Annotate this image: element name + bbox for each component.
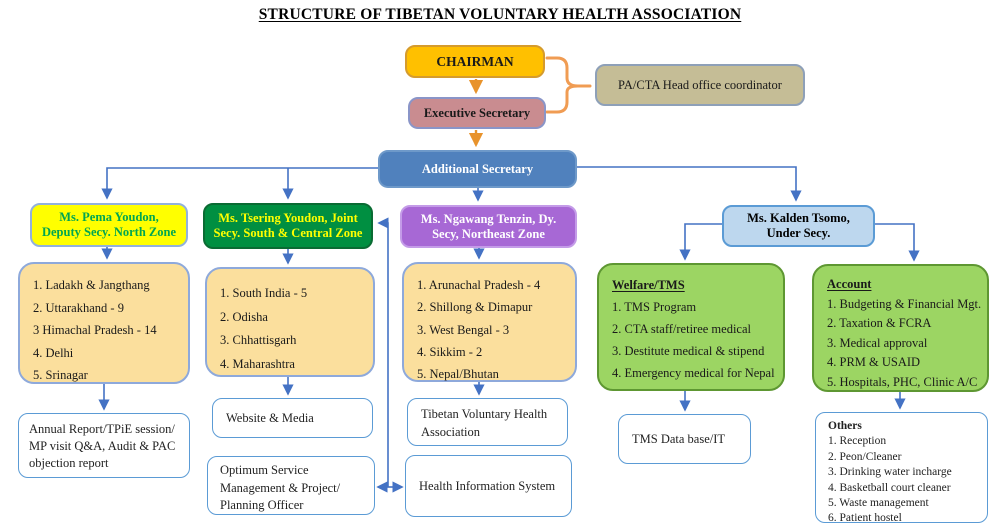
account-header: Account bbox=[827, 277, 872, 291]
tms-database-box: TMS Data base/IT bbox=[618, 414, 751, 464]
list-item: 4. Emergency medical for Nepal bbox=[612, 366, 775, 380]
website-media-box: Website & Media bbox=[212, 398, 373, 438]
pa-cta-coordinator-box: PA/CTA Head office coordinator bbox=[595, 64, 805, 106]
list-item: 3. Drinking water incharge bbox=[828, 466, 952, 479]
list-item: 3. Chhattisgarh bbox=[220, 333, 297, 347]
list-item: 5. Waste management bbox=[828, 497, 929, 510]
chairman-label: CHAIRMAN bbox=[436, 53, 514, 69]
under-secretary-head-box: Ms. Kalden Tsomo, Under Secy. bbox=[722, 205, 875, 247]
list-item: 3. Medical approval bbox=[827, 335, 928, 350]
north-zone-head-box: Ms. Pema Youdon, Deputy Secy. North Zone bbox=[30, 203, 188, 247]
list-item: 4. Delhi bbox=[33, 345, 74, 360]
tibetan-voluntary-health-association-box: Tibetan Voluntary Health Association bbox=[407, 398, 568, 446]
welfare-tms-box: Welfare/TMS 1. TMS Program 2. CTA staff/r… bbox=[597, 263, 785, 391]
additional-secretary-label: Additional Secretary bbox=[421, 161, 534, 176]
northeast-regions-list: 1. Arunachal Pradesh - 4 2. Shillong & Di… bbox=[402, 262, 577, 382]
list-item: 1. TMS Program bbox=[612, 300, 697, 314]
welfare-tms-list: 1. TMS Program 2. CTA staff/retiree medic… bbox=[612, 296, 775, 384]
welfare-tms-header: Welfare/TMS bbox=[612, 278, 685, 292]
page-title: STRUCTURE OF TIBETAN VOLUNTARY HEALTH AS… bbox=[258, 6, 742, 23]
list-item: 4. Basketball court cleaner bbox=[828, 481, 951, 494]
list-item: 5. Hospitals, PHC, Clinic A/C bbox=[827, 374, 978, 389]
list-item: 1. South India - 5 bbox=[220, 286, 308, 300]
south-central-zone-head-label: Ms. Tsering Youdon, Joint Secy. South & … bbox=[213, 211, 363, 240]
list-item: 4. Sikkim - 2 bbox=[417, 344, 483, 359]
list-item: 3 Himachal Pradesh - 14 bbox=[33, 323, 157, 337]
list-item: 5. Nepal/Bhutan bbox=[417, 367, 499, 382]
account-list: 1. Budgeting & Financial Mgt. 2. Taxation… bbox=[827, 295, 982, 393]
list-item: 3. West Bengal - 3 bbox=[417, 322, 510, 337]
under-secretary-head-label: Ms. Kalden Tsomo, Under Secy. bbox=[747, 211, 850, 240]
health-information-system-label: Health Information System bbox=[419, 478, 556, 493]
list-item: 1. Ladakh & Jangthang bbox=[33, 278, 150, 292]
list-item: 2. Shillong & Dimapur bbox=[417, 300, 533, 315]
others-box: Others 1. Reception 2. Peon/Cleaner 3. Dri… bbox=[815, 412, 988, 526]
list-item: 2. Uttarakhand - 9 bbox=[33, 300, 124, 315]
list-item: 1. Arunachal Pradesh - 4 bbox=[417, 278, 541, 292]
list-item: 4. Maharashtra bbox=[220, 356, 295, 371]
others-header: Others bbox=[828, 420, 862, 432]
south-central-regions-list: 1. South India - 5 2. Odisha 3. Chhattisga… bbox=[205, 267, 375, 377]
pa-cta-coordinator-label: PA/CTA Head office coordinator bbox=[618, 77, 782, 92]
list-item: 4. PRM & USAID bbox=[827, 355, 921, 370]
northeast-zone-head-box: Ms. Ngawang Tenzin, Dy. Secy, Northeast … bbox=[400, 205, 577, 248]
tms-database-label: TMS Data base/IT bbox=[632, 431, 726, 446]
list-item: 3. Destitute medical & stipend bbox=[612, 344, 765, 358]
list-item: 1. Reception bbox=[828, 435, 887, 448]
annual-report-box: Annual Report/TPiE session/ MP visit Q&A… bbox=[18, 413, 190, 478]
list-item: 2. CTA staff/retiree medical bbox=[612, 322, 751, 336]
list-item: 5. Srinagar bbox=[33, 368, 88, 382]
health-information-system-box: Health Information System bbox=[405, 455, 572, 517]
list-item: 1. Budgeting & Financial Mgt. bbox=[827, 296, 982, 311]
account-box: Account 1. Budgeting & Financial Mgt. 2. … bbox=[812, 264, 989, 392]
executive-secretary-label: Executive Secretary bbox=[423, 105, 531, 120]
list-item: 2. Odisha bbox=[220, 309, 268, 324]
north-regions-list: 1. Ladakh & Jangthang 2. Uttarakhand - 9 3… bbox=[18, 262, 190, 384]
executive-secretary-box: Executive Secretary bbox=[408, 97, 546, 129]
northeast-zone-head-label: Ms. Ngawang Tenzin, Dy. Secy, Northeast … bbox=[420, 211, 557, 241]
website-media-label: Website & Media bbox=[226, 410, 314, 425]
service-management-officer-box: Optimum Service Management & Project/ Pl… bbox=[207, 456, 375, 515]
list-item: 2. Peon/Cleaner bbox=[828, 450, 902, 463]
list-item: 6. Patient hostel bbox=[828, 512, 902, 525]
hierarchy-connectors bbox=[98, 166, 920, 493]
north-zone-head-label: Ms. Pema Youdon, Deputy Secy. North Zone bbox=[41, 210, 177, 239]
south-central-zone-head-box: Ms. Tsering Youdon, Joint Secy. South & … bbox=[203, 203, 373, 249]
additional-secretary-box: Additional Secretary bbox=[378, 150, 577, 188]
chairman-box: CHAIRMAN bbox=[405, 45, 545, 78]
brace-connector bbox=[545, 56, 592, 114]
list-item: 2. Taxation & FCRA bbox=[827, 316, 932, 331]
others-list: 1. Reception 2. Peon/Cleaner 3. Drinking w… bbox=[828, 434, 975, 526]
